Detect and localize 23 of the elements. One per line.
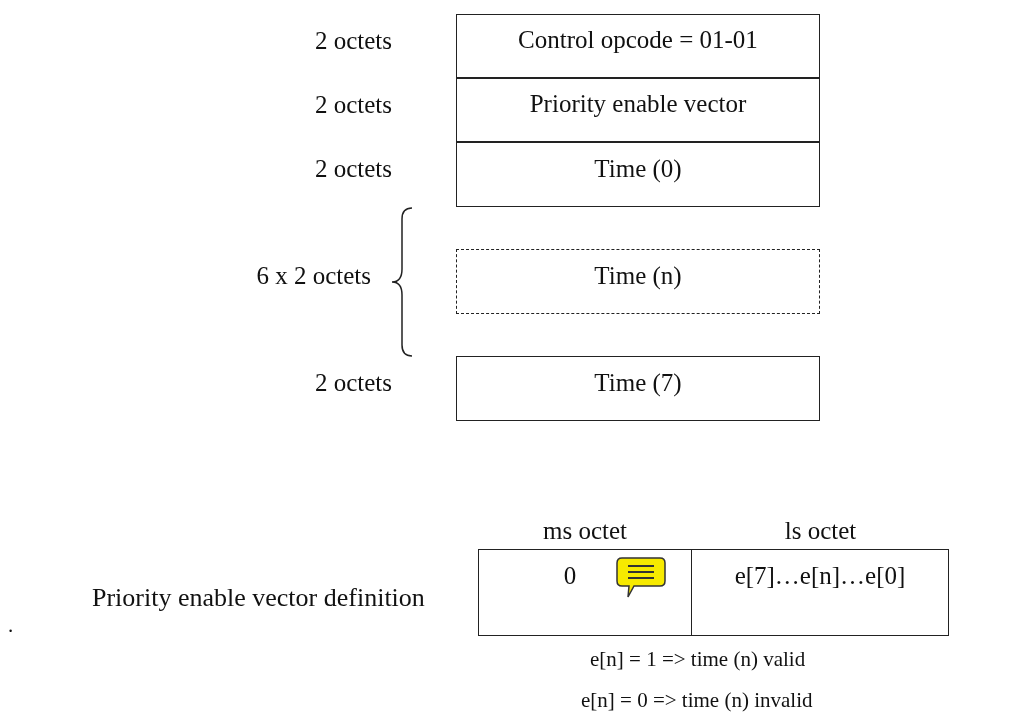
note-text: Priority enable vector definition bbox=[92, 583, 425, 613]
note-text: e[n] = 1 => time (n) valid bbox=[590, 646, 806, 672]
column-header: ls octet bbox=[783, 516, 858, 546]
field-box bbox=[456, 14, 820, 78]
field-box bbox=[456, 356, 820, 421]
field-name: Priority enable vector bbox=[529, 90, 747, 118]
size-label: 2 octets bbox=[314, 369, 392, 397]
dashed-field-box bbox=[456, 249, 820, 314]
field-name: Control opcode = 01-01 bbox=[518, 26, 758, 54]
field-name: Time (7) bbox=[594, 368, 682, 397]
size-label: 2 octets bbox=[314, 27, 392, 55]
cell-value: e[7]…e[n]…e[0] bbox=[734, 562, 906, 591]
size-label: 2 octets bbox=[314, 91, 392, 119]
cell-value: 0 bbox=[563, 562, 577, 591]
note-text: e[n] = 0 => time (n) invalid bbox=[581, 687, 813, 713]
size-label: 2 octets bbox=[314, 155, 392, 183]
field-name: Time (n) bbox=[594, 261, 682, 290]
column-header: ms octet bbox=[542, 516, 628, 546]
field-box bbox=[456, 142, 820, 207]
field-name: Time (0) bbox=[594, 154, 682, 183]
note-text: . bbox=[8, 612, 14, 638]
field-box bbox=[456, 78, 820, 142]
size-label: 6 x 2 octets bbox=[256, 262, 371, 290]
